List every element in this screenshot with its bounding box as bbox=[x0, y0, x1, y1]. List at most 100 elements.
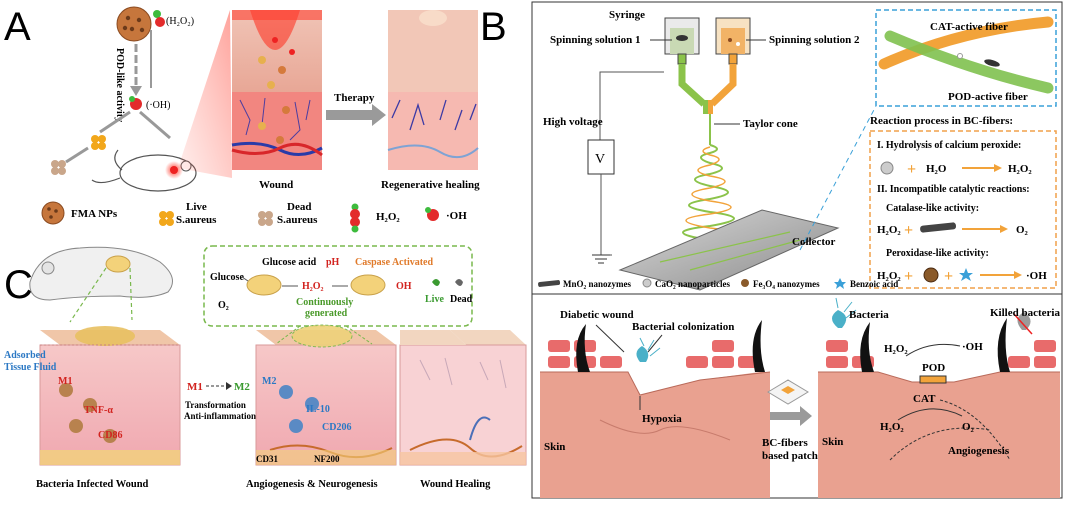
b-oh-label: ·OH bbox=[962, 341, 983, 353]
arrow bbox=[905, 343, 961, 357]
pod-activity-label: POD-like activity bbox=[114, 48, 125, 122]
diabetic-wound-label: Diabetic wound bbox=[560, 309, 634, 321]
fiber-spiral bbox=[682, 144, 735, 247]
cd31-label: CD31 bbox=[256, 454, 278, 464]
live-bacteria-icon bbox=[91, 135, 106, 150]
enzyme-particle-icon-2 bbox=[350, 274, 386, 296]
catalase-h2o2: H₂O₂ bbox=[877, 224, 901, 236]
nozzle-tip-2 bbox=[708, 100, 713, 114]
reaction-box bbox=[203, 245, 473, 327]
legend-fe3o4-label: Fe₃O₄ nanozymes bbox=[753, 279, 820, 289]
patch-arrow bbox=[770, 406, 812, 426]
panel-b-border bbox=[531, 1, 1063, 499]
wound-skin-block bbox=[231, 10, 323, 170]
m2-label: M2 bbox=[262, 376, 276, 387]
live-label: Live bbox=[425, 294, 444, 305]
arrow-head bbox=[130, 86, 142, 96]
peroxidase-label: Peroxidase-like activity: bbox=[886, 248, 989, 259]
nozzle-green bbox=[678, 64, 707, 107]
plus-sign-2: + bbox=[904, 222, 913, 239]
oh-radical-icon bbox=[129, 96, 142, 110]
therapy-arrow bbox=[326, 104, 386, 126]
dead-bacterium-icon bbox=[455, 279, 463, 286]
panel-c: C Glucose O₂ Glucose acid pH Caspase Act… bbox=[4, 245, 527, 490]
caspase-label: Caspase Activated bbox=[355, 257, 433, 268]
mouse-sketch-icon bbox=[29, 246, 173, 301]
legend-dead-label-1: Dead bbox=[287, 201, 311, 213]
legend-fma: FMA NPs bbox=[41, 201, 118, 225]
h2o2-top-label: (H₂O₂) bbox=[166, 16, 194, 27]
colonization-label: Bacterial colonization bbox=[632, 321, 734, 333]
ph-label: pH bbox=[326, 257, 340, 268]
glucose-acid-label: Glucose acid bbox=[262, 257, 317, 268]
nozzle-orange bbox=[709, 64, 737, 107]
infected-wound-block bbox=[39, 326, 181, 466]
panel-a-letter: A bbox=[4, 5, 31, 49]
legend-live-label-2: S.aureus bbox=[176, 214, 217, 226]
syringe-label: Syringe bbox=[609, 9, 645, 21]
m1-to-label: M1 bbox=[187, 381, 203, 393]
panel-b: B Syringe Spinning solution 1 Spinning s… bbox=[480, 1, 1063, 499]
skin-left-label: Skin bbox=[544, 441, 565, 453]
arrow bbox=[139, 110, 171, 140]
tnf-label: TNF-α bbox=[84, 405, 113, 416]
wound-label: Wound bbox=[259, 179, 293, 191]
laser-beam bbox=[178, 10, 232, 178]
solution-1-label: Spinning solution 1 bbox=[550, 34, 641, 46]
collector-label: Collector bbox=[792, 236, 835, 248]
fma-nanoparticle-icon bbox=[116, 6, 152, 42]
panel-a: A (H₂O₂) POD-like activity (·OH) bbox=[4, 5, 480, 233]
pod-fiber-label: POD-active fiber bbox=[948, 91, 1028, 103]
arrow-head bbox=[226, 382, 232, 390]
m2-to-label: M2 bbox=[234, 381, 250, 393]
infected-label: Bacteria Infected Wound bbox=[36, 479, 149, 490]
live-bacterium-icon bbox=[432, 279, 440, 286]
arrow bbox=[65, 146, 89, 164]
syringe-1-icon bbox=[664, 17, 700, 65]
reaction-title: Reaction process in BC-fibers: bbox=[870, 115, 1013, 127]
arrow bbox=[897, 408, 963, 421]
adsorbed-label-1: Adsorbed bbox=[4, 350, 46, 361]
glucose-label: Glucose bbox=[210, 272, 244, 283]
voltage-box bbox=[587, 139, 615, 175]
therapy-label: Therapy bbox=[334, 92, 375, 104]
legend-fma-label: FMA NPs bbox=[71, 208, 118, 220]
dead-label: Dead bbox=[450, 294, 473, 305]
legend-mno2-label: MnO₂ nanozymes bbox=[563, 279, 631, 289]
cat-fiber bbox=[884, 30, 1054, 94]
legend-live-label-1: Live bbox=[186, 201, 207, 213]
voltage-v: V bbox=[595, 152, 605, 167]
angiogenesis-label: Angiogenesis bbox=[948, 445, 1010, 457]
wire-top bbox=[599, 71, 664, 140]
legend-benzoic-label: Benzoic acid bbox=[850, 279, 898, 289]
cat-label: CAT bbox=[913, 393, 936, 405]
patch-icon bbox=[767, 379, 809, 405]
h2o2-product-label: H₂O₂ bbox=[1008, 163, 1032, 175]
nozzle-tip bbox=[703, 100, 711, 114]
angiogenesis-block bbox=[255, 324, 397, 466]
killed-bacteria-label: Killed bacteria bbox=[990, 307, 1060, 319]
cd86-label: CD86 bbox=[98, 430, 122, 441]
o2-product-label: O₂ bbox=[1016, 224, 1029, 236]
legend-dead-label-2: S.aureus bbox=[277, 214, 318, 226]
zoom-line bbox=[799, 105, 877, 251]
m1-label: M1 bbox=[58, 376, 72, 387]
diabetic-skin-left bbox=[540, 320, 771, 498]
fe3o4-icon bbox=[923, 267, 939, 283]
mouse-icon bbox=[91, 149, 197, 192]
zoom-lines bbox=[69, 267, 133, 323]
oh-product-label: ·OH bbox=[1026, 270, 1047, 282]
step-2-label: II. Incompatible catalytic reactions: bbox=[877, 184, 1030, 195]
step-1-label: I. Hydrolysis of calcium peroxide: bbox=[877, 140, 1021, 151]
treated-skin-right bbox=[818, 297, 1060, 498]
hypoxia-label: Hypoxia bbox=[642, 413, 682, 425]
skin-right-label: Skin bbox=[822, 436, 843, 448]
legend-cao2-icon bbox=[642, 278, 652, 288]
b-h2o2-top: H₂O₂ bbox=[884, 343, 908, 355]
plus-sign-3: + bbox=[904, 268, 913, 285]
enzyme-particle-icon bbox=[246, 274, 282, 296]
oh-label: (·OH) bbox=[146, 100, 170, 111]
cao2-on-fiber bbox=[957, 53, 963, 59]
zoom-lines-2 bbox=[275, 325, 373, 345]
c-o2-label: O₂ bbox=[218, 300, 229, 311]
